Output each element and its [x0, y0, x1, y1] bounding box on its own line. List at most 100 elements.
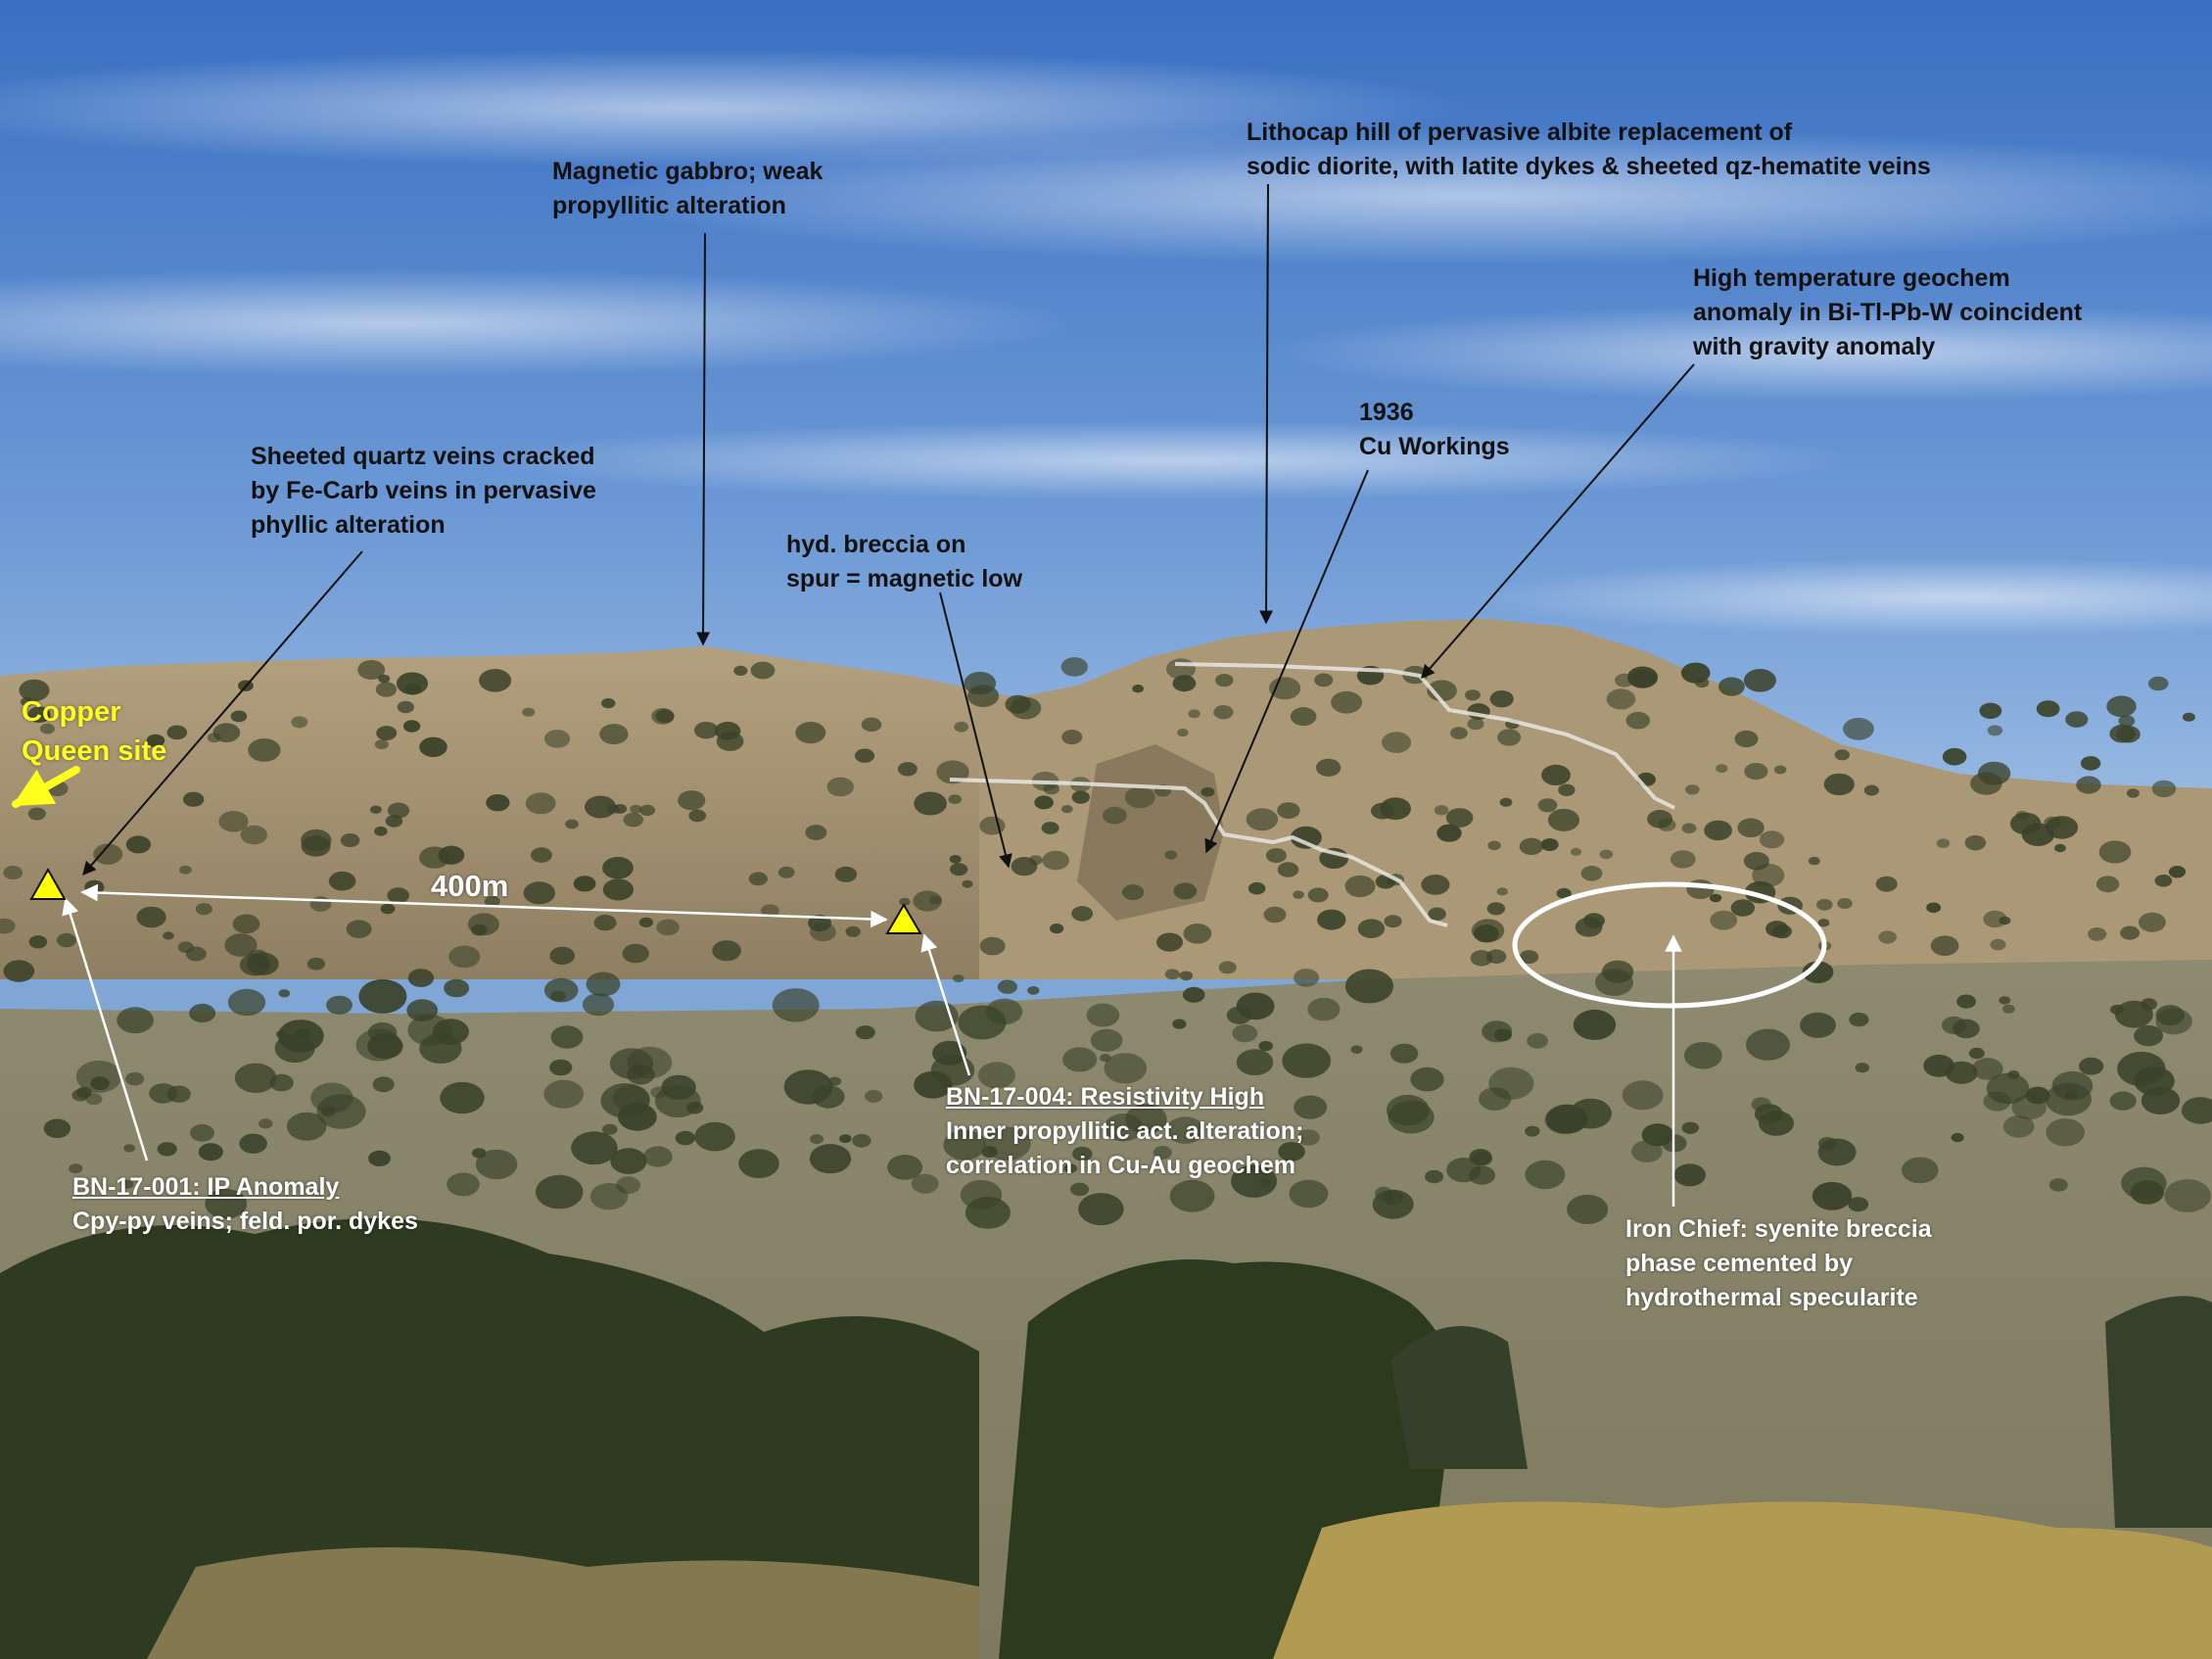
shrub	[117, 1007, 154, 1034]
shrub	[1258, 1040, 1273, 1052]
shrub	[2095, 876, 2120, 893]
shrub	[1090, 1028, 1123, 1052]
shrub	[2088, 927, 2107, 941]
shrub	[1027, 986, 1040, 995]
shrub	[865, 1089, 883, 1103]
vein-traces	[949, 662, 1675, 927]
shrub	[1232, 1023, 1258, 1043]
shrub	[28, 935, 48, 949]
shrub	[1759, 830, 1785, 849]
shrub	[1005, 694, 1031, 714]
shrub	[248, 738, 281, 762]
shrub	[328, 871, 356, 891]
shrub	[396, 672, 429, 695]
shrub	[678, 790, 706, 811]
shrub	[573, 876, 596, 892]
shrub	[738, 1149, 779, 1178]
shrub	[601, 698, 616, 709]
shrub	[1977, 761, 2011, 785]
shrub	[1467, 718, 1484, 731]
shrub	[1062, 1047, 1098, 1072]
sheeted-quartz-label: Sheeted quartz veins cracked by Fe-Carb …	[251, 440, 596, 543]
shrub	[2154, 875, 2173, 887]
shrub	[2164, 1179, 2211, 1212]
shrub	[1200, 786, 1215, 797]
shrub	[2120, 925, 2141, 940]
shrub	[397, 700, 414, 714]
shrub	[27, 706, 51, 723]
shrub	[638, 917, 654, 928]
shrub	[1983, 1091, 2011, 1112]
shrub	[1380, 797, 1411, 821]
sheeted-quartz-line-3: phyllic alteration	[251, 511, 446, 539]
shrub	[326, 995, 353, 1015]
shrub	[227, 988, 266, 1017]
shrub	[928, 895, 942, 905]
shrub	[2126, 788, 2140, 798]
shrub	[146, 734, 165, 747]
shrub	[571, 1131, 618, 1165]
shrub	[887, 1155, 923, 1180]
shrub	[685, 1102, 704, 1114]
shrub	[2080, 756, 2101, 771]
shrub	[1153, 1146, 1172, 1160]
shrub	[1104, 1053, 1148, 1084]
magnetic-gabbro-label: Magnetic gabbro; weak propyllitic altera…	[552, 155, 823, 223]
shrub	[1294, 1095, 1328, 1119]
iron-chief-line-1: Iron Chief: syenite breccia	[1625, 1215, 1932, 1243]
shrub	[189, 1123, 214, 1142]
shrub	[1849, 1012, 1869, 1027]
shrub	[748, 872, 768, 886]
shrub	[1817, 919, 1830, 927]
shrub	[218, 811, 249, 832]
shrub	[1583, 913, 1605, 928]
shrub	[932, 1040, 967, 1066]
shrub	[712, 940, 741, 962]
shrub	[1863, 784, 1879, 796]
shrub	[1042, 850, 1069, 871]
shrub	[1540, 838, 1559, 851]
shrub	[157, 1142, 177, 1157]
shrub	[1826, 1188, 1839, 1197]
shrub	[286, 1112, 327, 1141]
shrub	[486, 794, 510, 812]
shrub	[2155, 1005, 2185, 1026]
shrub	[2001, 1004, 2015, 1014]
shrub	[949, 855, 962, 864]
shrub	[1496, 887, 1508, 896]
shrub	[1926, 902, 1942, 914]
shrub	[1570, 847, 1582, 856]
shrub	[522, 707, 536, 717]
foreground-vegetation	[0, 1218, 2212, 1659]
shrub	[1357, 919, 1386, 938]
shrub	[1410, 1066, 1444, 1092]
shrub	[1670, 850, 1696, 869]
shrub	[316, 1094, 366, 1129]
shrub	[291, 716, 308, 729]
shrub	[1386, 1094, 1430, 1126]
shrub	[93, 843, 123, 865]
shrub	[1999, 996, 2011, 1005]
shrub	[306, 957, 325, 971]
hyd-breccia-label: hyd. breccia on spur = magnetic low	[786, 528, 1022, 596]
shrub	[224, 933, 258, 957]
shrub	[661, 1074, 696, 1101]
shrub	[69, 1163, 83, 1174]
shrub	[854, 748, 875, 763]
shrub	[19, 679, 50, 702]
shrub	[914, 791, 947, 816]
shrub	[1953, 1019, 1980, 1039]
shrub	[2064, 1089, 2078, 1100]
shrub	[1658, 818, 1676, 831]
shrub	[1855, 1063, 1870, 1073]
shrub	[536, 1174, 584, 1209]
shrub	[1421, 875, 1450, 895]
shrub	[1263, 906, 1287, 924]
shrub	[1541, 764, 1571, 786]
shrub	[1759, 1111, 1794, 1136]
shrub	[1730, 899, 1756, 917]
shrub	[952, 974, 965, 983]
shrub	[1446, 1158, 1482, 1183]
shrub	[2065, 711, 2089, 728]
